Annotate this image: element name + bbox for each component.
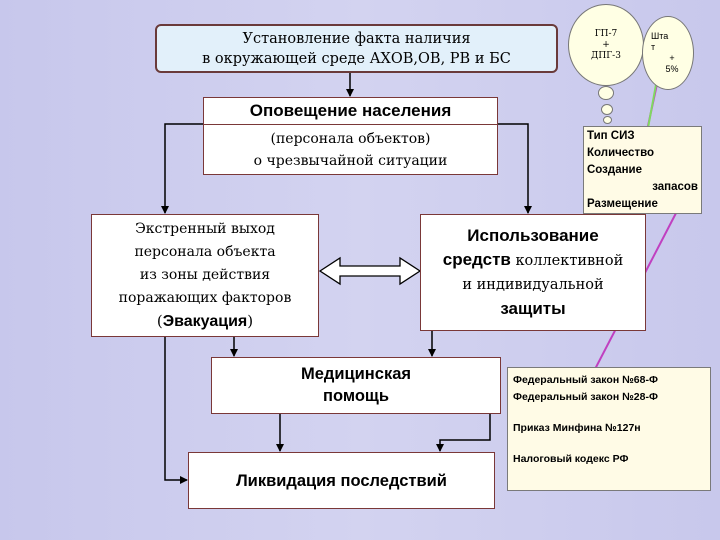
laws-callout-line-2: Федеральный закон №28-Ф: [513, 391, 658, 403]
siz-callout-line-3: Создание: [587, 164, 643, 176]
gp-bubble-line-3: ДПГ-3: [591, 50, 621, 61]
gp-bubble-line-1: ГП-7: [594, 28, 618, 39]
laws-callout-line-1: Федеральный закон №68-Ф: [513, 374, 658, 386]
staff-bubble-line-3: +: [669, 53, 675, 63]
laws-callout-line-3: Приказ Минфина №127н: [513, 422, 641, 434]
evacuation-line-1: Экстренный выход: [135, 221, 275, 237]
evacuation-word: Эвакуация: [162, 313, 248, 330]
siz-callout-line-1: Тип СИЗ: [587, 130, 635, 142]
evacuation-line-2: персонала объекта: [134, 244, 276, 260]
connector-evac-to-liquidation: [164, 337, 188, 484]
evacuation-paren-open: (: [156, 312, 163, 330]
notification-sub-line-1: (персонала объектов): [270, 131, 431, 147]
gp-mask-bubble: ГП-7 + ДПГ-3: [568, 4, 644, 86]
connector-protection-to-liquidation: [436, 393, 491, 452]
evacuation-paren-close: ): [247, 312, 254, 330]
medical-aid-line-2: помощь: [323, 387, 389, 405]
notification-box: Оповещение населения (персонала объектов…: [203, 97, 498, 175]
medical-aid-line-1: Медицинская: [300, 365, 412, 383]
fact-detection-line-1: Установление факта наличия: [242, 30, 471, 47]
fact-detection-box: Установление факта наличия в окружающей …: [155, 24, 558, 73]
notification-sub-line-2: о чрезвычайной ситуации: [253, 153, 448, 169]
connector-notify-to-protection: [495, 123, 532, 214]
gp-bubble-line-2: +: [602, 39, 610, 50]
protection-word-means: средств: [442, 250, 511, 269]
gp-bubble-tail-dot-2: [601, 104, 613, 115]
gp-bubble-tail-dot-1: [598, 86, 614, 100]
staff-bubble-line-2: т: [651, 42, 656, 52]
protection-word-collective: коллективной: [510, 253, 624, 269]
notification-title: Оповещение населения: [204, 100, 497, 125]
evacuation-line-5: (Эвакуация): [157, 310, 253, 333]
protection-box: Использование средств коллективной и инд…: [420, 214, 646, 331]
protection-line-4: защиты: [500, 299, 566, 318]
fact-detection-line-2: в окружающей среде АХОВ,ОВ, РВ и БС: [202, 50, 511, 67]
double-arrow-evac-protection: [318, 256, 422, 286]
laws-callout: Федеральный закон №68-Ф Федеральный зако…: [507, 367, 711, 491]
staff-bubble: Шта т + 5%: [642, 16, 694, 90]
liquidation-title: Ликвидация последствий: [236, 471, 447, 490]
evacuation-line-4: поражающих факторов: [118, 290, 292, 306]
laws-callout-line-4: Налоговый кодекс РФ: [513, 453, 629, 465]
siz-callout-line-2: Количество: [587, 147, 655, 159]
protection-line-2: средств коллективной: [443, 248, 623, 273]
evacuation-line-3: из зоны действия: [139, 267, 271, 283]
evacuation-box: Экстренный выход персонала объекта из зо…: [91, 214, 319, 337]
siz-callout-line-5: Размещение: [587, 198, 658, 210]
medical-aid-box: Медицинская помощь: [211, 357, 501, 414]
staff-bubble-line-1: Шта: [651, 31, 669, 41]
siz-callout: Тип СИЗ Количество Создание запасов Разм…: [583, 126, 702, 214]
protection-line-3: и индивидуальной: [462, 277, 604, 293]
staff-bubble-line-4: 5%: [665, 64, 679, 74]
gp-bubble-tail-dot-3: [603, 116, 612, 124]
connector-notify-to-evac: [161, 123, 210, 214]
siz-callout-line-4: запасов: [652, 181, 698, 193]
liquidation-box: Ликвидация последствий: [188, 452, 495, 509]
protection-line-1: Использование: [467, 226, 599, 245]
